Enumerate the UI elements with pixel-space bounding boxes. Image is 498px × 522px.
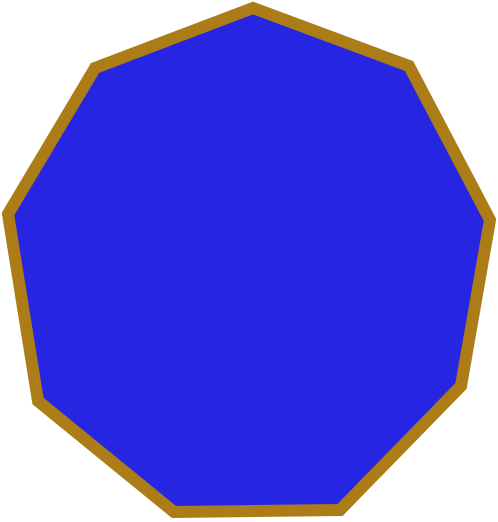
- diagram-canvas: [1, 1, 497, 519]
- blue-nonagon-shape: [1, 1, 497, 519]
- nonagon-diagram: [1, 1, 497, 519]
